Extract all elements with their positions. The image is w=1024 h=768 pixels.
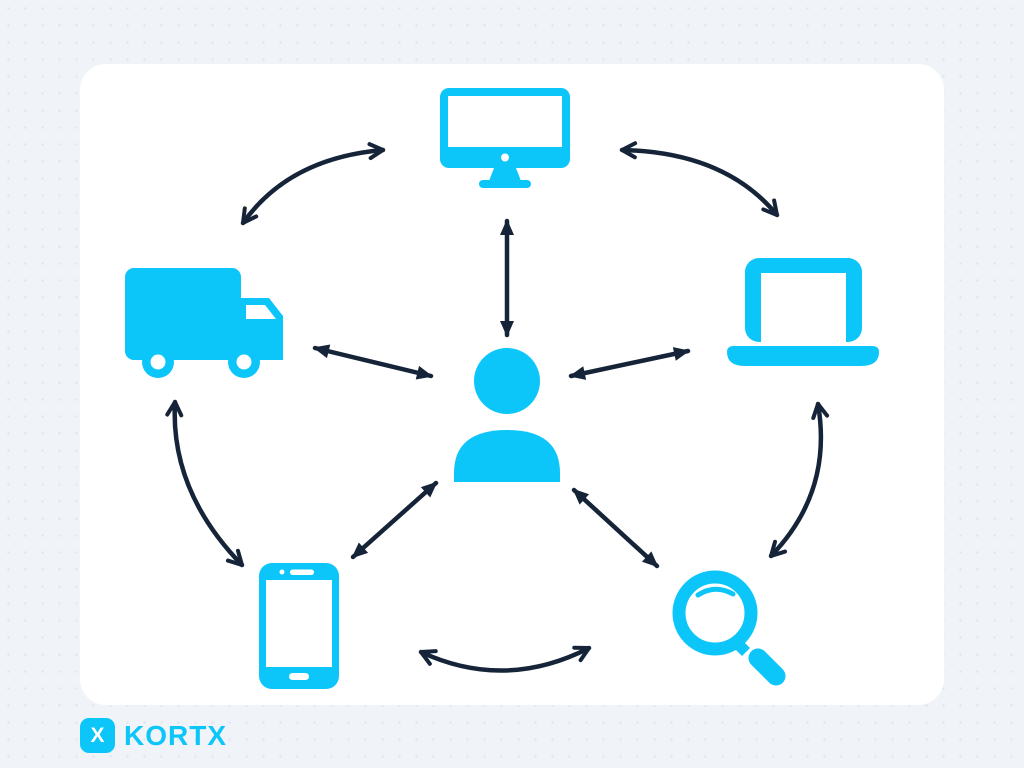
magnifier-handle xyxy=(748,648,786,686)
magnifier-ring xyxy=(672,570,758,656)
monitor-screen xyxy=(448,96,562,147)
phone-speaker xyxy=(290,569,314,575)
laptop-screen xyxy=(761,273,846,342)
truck-window xyxy=(246,305,276,319)
magnifier-neck xyxy=(732,638,750,656)
truck-rear-wheel-hub xyxy=(150,354,166,370)
desktop-monitor-icon xyxy=(440,88,570,188)
phone-camera-dot xyxy=(279,569,285,575)
magnifier-glare xyxy=(695,586,736,598)
delivery-truck-icon xyxy=(125,268,283,378)
logo-mark: X xyxy=(90,723,105,747)
truck-box xyxy=(125,268,241,360)
monitor-camera-dot xyxy=(501,153,509,162)
smartphone-icon xyxy=(259,563,339,689)
logo-text: KORTX xyxy=(124,719,227,751)
person-head xyxy=(474,348,540,414)
phone-screen xyxy=(266,580,332,667)
phone-home-button xyxy=(289,673,309,680)
laptop-base xyxy=(727,346,879,366)
logo-x-badge: X xyxy=(80,718,115,753)
monitor-base xyxy=(479,180,531,188)
person-icon xyxy=(454,348,560,482)
laptop-icon xyxy=(727,258,879,366)
brand-logo: X KORTX xyxy=(80,718,227,753)
truck-front-wheel-hub xyxy=(236,354,252,370)
magnifying-glass-icon xyxy=(672,570,786,686)
person-body xyxy=(454,430,560,482)
monitor-stand xyxy=(489,168,521,181)
